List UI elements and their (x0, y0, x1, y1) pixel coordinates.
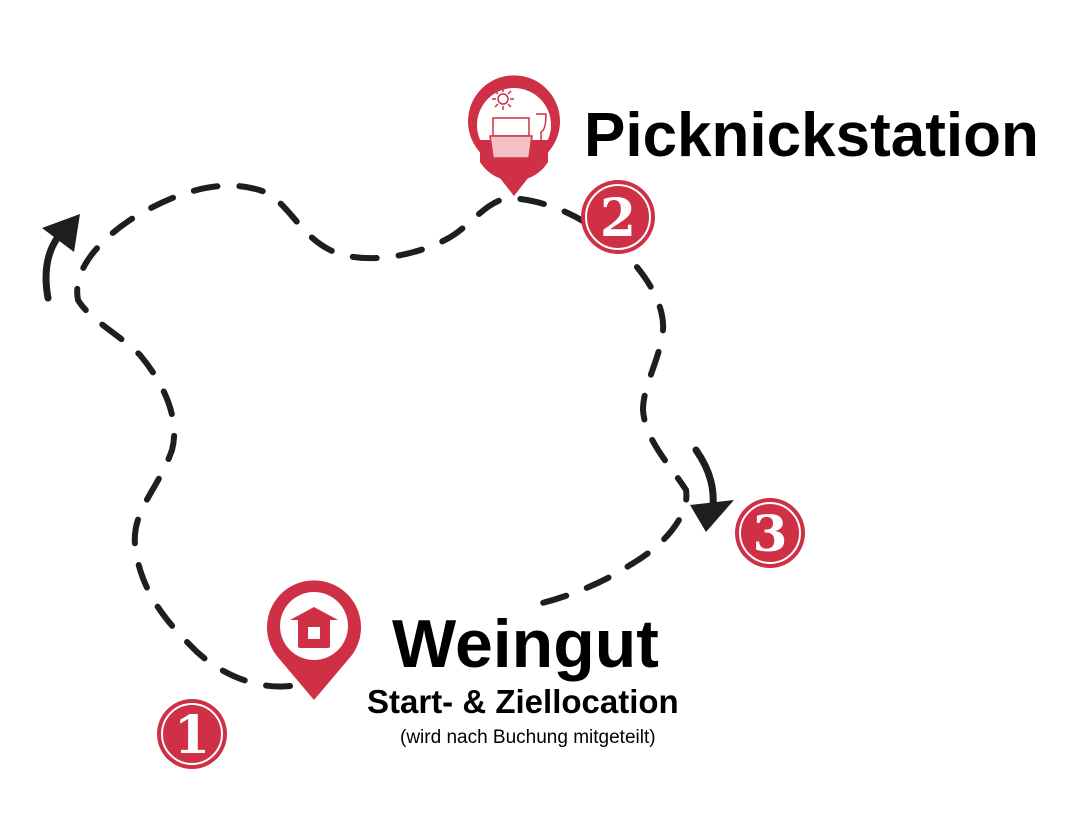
arrow-head-icon (42, 214, 80, 252)
svg-text:2: 2 (600, 188, 636, 249)
station-number-badge-3: 3 (735, 498, 805, 568)
map-pin-picknickstation (468, 75, 561, 196)
dashed-route (74, 182, 690, 690)
house-icon (290, 607, 338, 648)
svg-text:1: 1 (174, 705, 210, 766)
station-note: (wird nach Buchung mitgeteilt) (400, 727, 656, 748)
station-number-badge-2: 2 (581, 180, 655, 254)
station-subtitle: Start- & Ziellocation (367, 683, 679, 720)
station-number-badge-1: 1 (157, 699, 227, 769)
map-pin-weingut (267, 580, 362, 700)
svg-text:3: 3 (753, 504, 788, 563)
station-title-weingut: Weingut (392, 606, 659, 682)
station-title-picknickstation: Picknickstation (584, 101, 1039, 170)
arrow-head-icon (690, 500, 734, 532)
picnic-basket-icon (489, 88, 547, 159)
